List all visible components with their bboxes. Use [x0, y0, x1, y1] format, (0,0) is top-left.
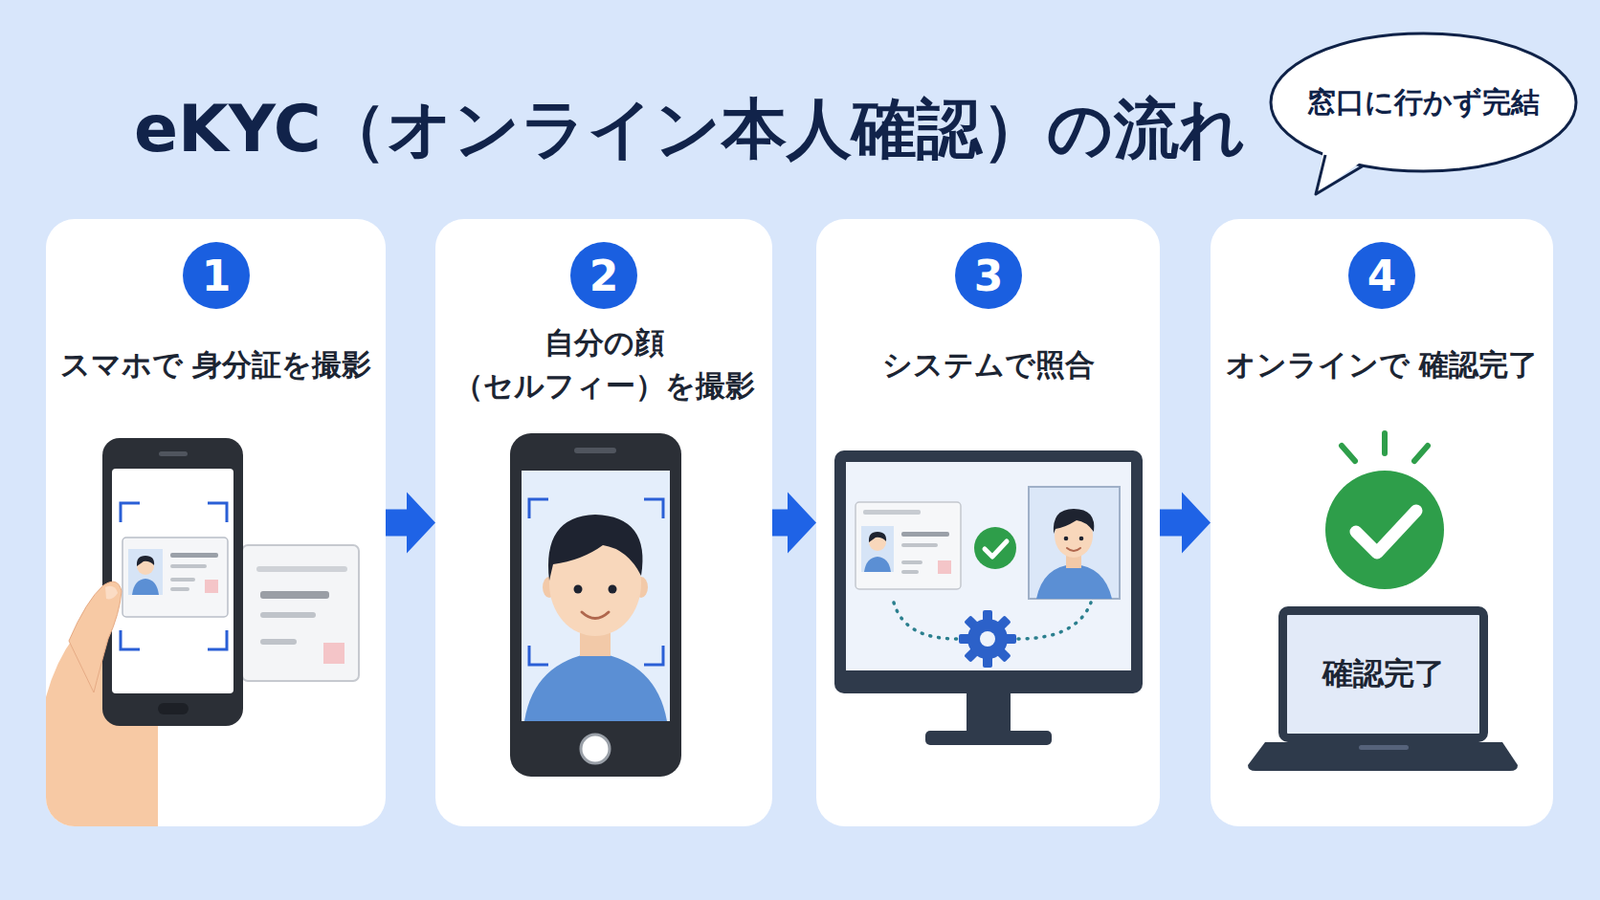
step-heading: システムで照合: [816, 314, 1160, 415]
bubble-tail: [1315, 155, 1364, 195]
step-card: オンラインで 確認完了 4 確認完了: [1210, 219, 1554, 827]
laptop-screen: 確認完了: [1278, 606, 1489, 743]
step-number: 4: [1367, 251, 1398, 301]
speech-bubble: 窓口に行かず完結: [1267, 30, 1579, 175]
bubble-tail-fill: [1315, 149, 1366, 195]
flow-arrow: [1159, 492, 1211, 555]
step-card: 自分の顔 （セルフィー）を撮影 2: [435, 219, 773, 827]
bubble-text: 窓口に行かず完結: [1307, 83, 1540, 123]
step-card: システムで照合 3: [816, 219, 1160, 827]
step-number-badge: 4: [1348, 242, 1416, 310]
step-heading: オンラインで 確認完了: [1210, 314, 1554, 415]
screen-text: 確認完了: [1322, 653, 1445, 696]
step-heading: 自分の顔 （セルフィー）を撮影: [435, 314, 773, 415]
flow-arrow: [385, 492, 436, 555]
bubble-ellipse: [1270, 33, 1577, 172]
step-number: 3: [974, 251, 1004, 301]
step-number: 1: [201, 251, 232, 301]
step-heading: スマホで 身分証を撮影: [45, 314, 386, 415]
step-number: 2: [589, 251, 620, 301]
step-card: スマホで 身分証を撮影 1: [45, 219, 386, 827]
step-number-badge: 1: [182, 242, 250, 310]
diagram-title: eKYC（オンライン本人確認）の流れ: [133, 91, 1246, 167]
step-number-badge: 3: [955, 242, 1023, 310]
step-number-badge: 2: [570, 242, 638, 310]
flow-arrow: [772, 492, 817, 555]
